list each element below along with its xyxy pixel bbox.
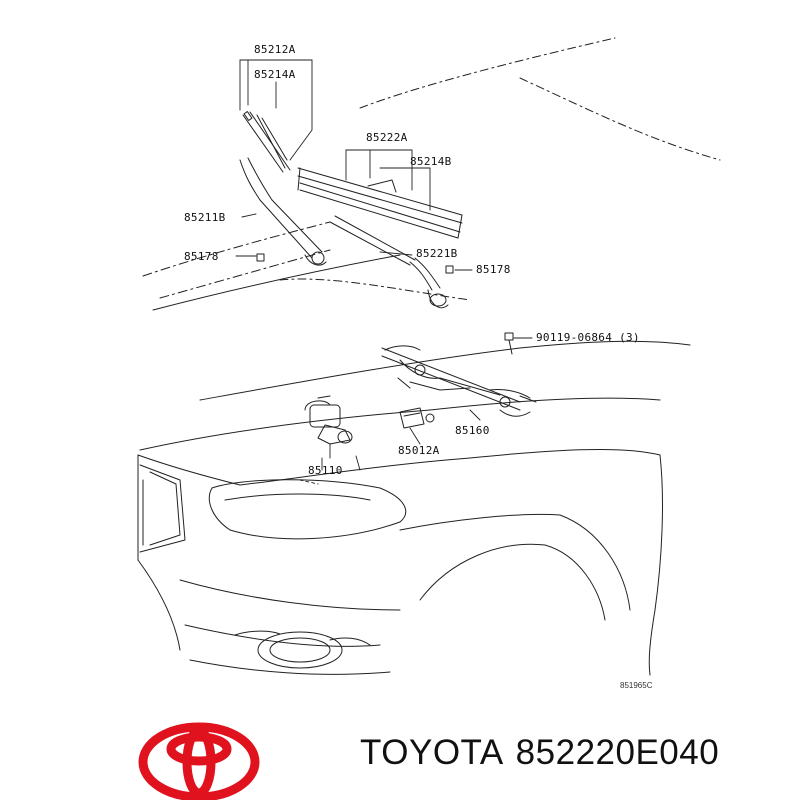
headlamp-outline: [208, 479, 407, 540]
brand-name: TOYOTA: [360, 733, 504, 772]
driver-wiper-blade: [242, 111, 291, 173]
body-outline: [137, 448, 663, 676]
callout-bolt: 90119-06864 (3): [536, 331, 640, 344]
callout-wiper-refill-driver: 85214A: [254, 68, 296, 81]
part-caption: TOYOTA 852220E040: [360, 733, 731, 773]
wiper-link-assembly: [381, 345, 537, 417]
hood-outline: [139, 254, 691, 451]
callout-wiper-arm-driver: 85211B: [184, 211, 226, 224]
bumper-outline: [179, 579, 401, 675]
motor-relay: [399, 407, 435, 429]
windshield-outline: [142, 37, 721, 301]
callout-wiper-link: 85160: [455, 424, 490, 437]
callout-nut-driver: 85178: [184, 250, 219, 263]
wiper-motor: [304, 395, 353, 445]
leader-lines: [235, 59, 533, 485]
passenger-wiper-blade: [297, 167, 463, 239]
diagram-reference-code: 851965C: [620, 681, 653, 690]
toyota-logo-icon: [138, 722, 260, 800]
callout-motor-relay: 85012A: [398, 444, 440, 457]
callout-wiper-blade-passenger: 85222A: [366, 131, 408, 144]
callout-wiper-refill-passenger: 85214B: [410, 155, 452, 168]
callout-labels: 85212A 85214A 85222A 85214B 85211B 85178…: [184, 43, 653, 690]
callout-nut-passenger: 85178: [476, 263, 511, 276]
bolt: [504, 332, 514, 355]
passenger-wiper-arm: [329, 215, 449, 309]
callout-wiper-motor: 85110: [308, 464, 343, 477]
callout-wiper-blade-driver: 85212A: [254, 43, 296, 56]
nuts: [256, 253, 454, 274]
driver-wiper-arm: [239, 157, 327, 266]
callout-wiper-arm-passenger: 85221B: [416, 247, 458, 260]
grille-outline: [139, 464, 186, 553]
part-number: 852220E040: [515, 733, 720, 772]
parts-diagram: 85212A 85214A 85222A 85214B 85211B 85178…: [137, 37, 721, 690]
